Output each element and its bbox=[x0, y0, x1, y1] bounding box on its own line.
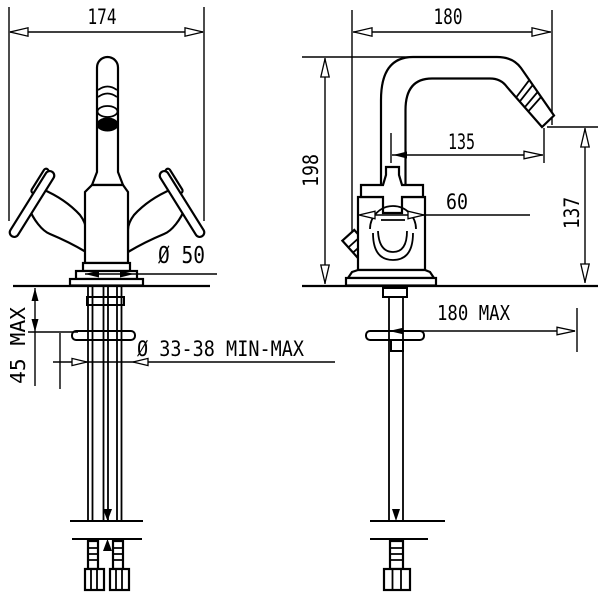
break-arrow-down-icon bbox=[103, 509, 112, 521]
dim-198: 198 bbox=[299, 56, 413, 284]
handle-bar bbox=[8, 169, 56, 239]
nut-facets bbox=[90, 569, 98, 590]
thread-lines bbox=[113, 547, 123, 561]
hex-nut bbox=[83, 567, 106, 592]
dim-60: 60 bbox=[358, 190, 530, 220]
arrow-left-icon bbox=[85, 270, 99, 278]
nut-facets bbox=[115, 569, 123, 590]
dim-137: 137 bbox=[547, 126, 598, 283]
dim-50-label: Ø 50 bbox=[158, 243, 205, 269]
spout-ring bbox=[97, 85, 118, 91]
arrow-right-icon bbox=[523, 150, 543, 160]
left-handle bbox=[8, 167, 88, 254]
handle-bar bbox=[158, 169, 206, 239]
hex-nut bbox=[108, 567, 131, 592]
break-arrow-up-icon bbox=[103, 539, 112, 551]
arrow-right-icon bbox=[184, 26, 204, 38]
break-arrow-down-icon bbox=[392, 509, 400, 521]
arrow-right-icon bbox=[120, 270, 134, 278]
shank-nut bbox=[86, 296, 125, 306]
base-ring bbox=[81, 261, 132, 273]
faucet-body-front bbox=[68, 183, 145, 287]
dim-hole-label: Ø 33-38 MIN-MAX bbox=[137, 337, 304, 361]
arrow-down-icon bbox=[31, 319, 39, 332]
arrow-left-icon bbox=[393, 151, 407, 159]
dim-180-max: 180 MAX bbox=[389, 301, 578, 352]
dim-45-max: 45 MAX bbox=[6, 288, 78, 389]
arrow-left-icon bbox=[9, 26, 29, 38]
spout-ring bbox=[97, 92, 118, 98]
arrow-right-icon bbox=[531, 26, 551, 38]
thread-lines bbox=[390, 547, 403, 561]
arrow-down-icon bbox=[579, 263, 591, 283]
dim-174-label: 174 bbox=[88, 5, 117, 29]
handle-cross bbox=[359, 165, 425, 215]
dim-180: 180 bbox=[351, 5, 553, 237]
base-flare bbox=[345, 268, 437, 280]
nut-facets bbox=[391, 569, 402, 590]
dim-137-label: 137 bbox=[560, 197, 584, 229]
flange-nipple bbox=[390, 339, 404, 352]
hex-nut bbox=[382, 567, 412, 592]
aerator-bands bbox=[515, 80, 542, 112]
mounting-flange bbox=[71, 330, 136, 341]
thread-lines bbox=[88, 547, 98, 561]
spout-band bbox=[96, 105, 119, 118]
dim-180-label: 180 bbox=[434, 5, 463, 29]
dim-45max-label: 45 MAX bbox=[6, 307, 30, 384]
arrow-left-icon bbox=[353, 26, 373, 38]
arrow-left-icon bbox=[389, 327, 403, 335]
arrow-right-icon bbox=[407, 210, 425, 220]
arrow-down-icon bbox=[319, 264, 331, 284]
cartridge-inner bbox=[377, 230, 408, 253]
base-plate bbox=[344, 276, 438, 287]
supply-pipe bbox=[388, 297, 404, 521]
supply-pipes bbox=[87, 286, 123, 521]
dim-base-diameter: Ø 50 bbox=[85, 243, 217, 278]
faucet-body-side bbox=[344, 165, 438, 287]
dim-135-label: 135 bbox=[448, 130, 475, 154]
arrow-up-icon bbox=[31, 288, 39, 301]
arrow-right-icon bbox=[556, 326, 576, 336]
hose-connector bbox=[382, 539, 412, 592]
under-counter-side bbox=[365, 287, 445, 592]
dim-hole-diameter: Ø 33-38 MIN-MAX bbox=[53, 337, 335, 367]
spout-outline bbox=[379, 55, 556, 201]
base-plate-lower bbox=[68, 277, 145, 287]
cartridge-cup bbox=[372, 232, 414, 261]
cartridge-dome bbox=[369, 205, 417, 230]
faucet-spout-side bbox=[379, 55, 556, 201]
right-handle bbox=[126, 167, 206, 254]
hose-connector-left bbox=[83, 539, 106, 592]
dim-60-label: 60 bbox=[446, 190, 468, 214]
connector-tube bbox=[86, 539, 100, 571]
under-counter-front bbox=[70, 286, 143, 592]
arrow-up-icon bbox=[579, 128, 591, 148]
dim-174: 174 bbox=[8, 5, 205, 221]
arrow-up-icon bbox=[319, 58, 331, 78]
front-view: 174 bbox=[6, 5, 335, 592]
shank-nut bbox=[382, 287, 408, 298]
side-view: 180 198 bbox=[299, 5, 598, 592]
spout-outlet bbox=[96, 117, 119, 132]
dim-135: 135 bbox=[390, 128, 545, 163]
dim-198-label: 198 bbox=[299, 154, 323, 187]
faucet-spout-front bbox=[90, 55, 125, 187]
dim-180max-label: 180 MAX bbox=[437, 301, 510, 325]
arrow-left-icon bbox=[132, 357, 149, 367]
connector-tube bbox=[111, 539, 125, 571]
hose-connector-right bbox=[108, 539, 131, 592]
body-outline bbox=[83, 183, 130, 265]
connector-tube bbox=[388, 539, 405, 571]
arrow-right-icon bbox=[71, 357, 88, 367]
arrow-left-icon bbox=[358, 210, 376, 220]
